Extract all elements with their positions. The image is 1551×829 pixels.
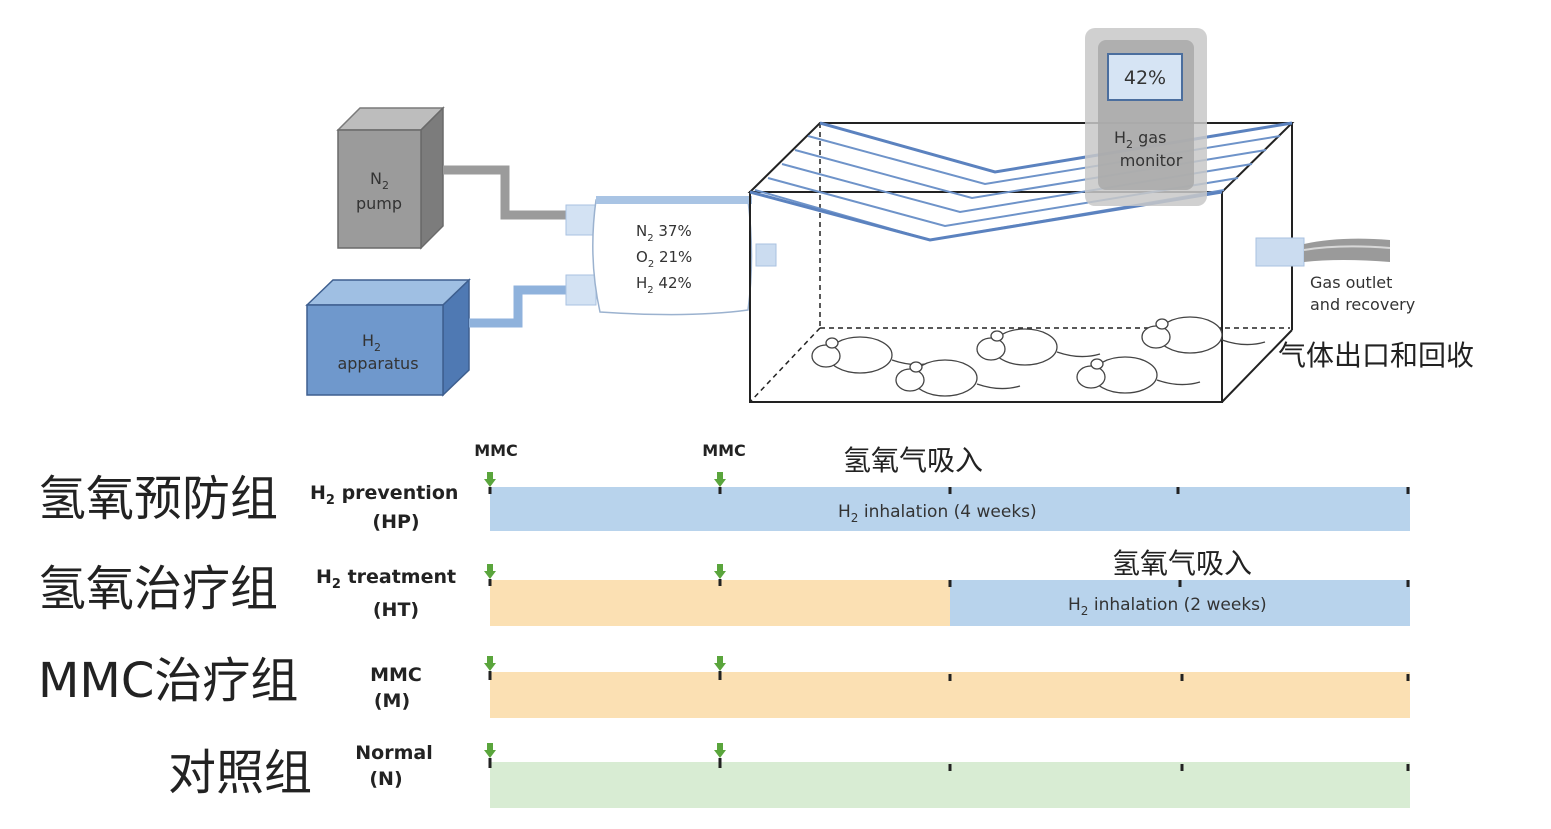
mouse-1 — [811, 336, 936, 374]
row-hp: 氢氧预防组 H2 prevention (HP) H2 inhalation (… — [38, 444, 1410, 533]
group-abbr-mmc: (M) — [374, 690, 410, 712]
group-cn-hp: 氢氧预防组 — [38, 471, 278, 527]
mmc-arrow-icon — [484, 743, 496, 768]
ticks-mmc — [948, 674, 1410, 681]
ticks-ht — [948, 580, 1410, 587]
group-en-hp-sub: 2 — [326, 493, 335, 508]
mmc-arrow-icon — [484, 656, 496, 680]
n2-pipe — [443, 165, 570, 220]
gas-outlet: Gas outlet and recovery 气体出口和回收 — [1255, 237, 1474, 372]
outlet-label-line2: and recovery — [1310, 295, 1415, 314]
mixer-h2-sub: 2 — [647, 285, 653, 296]
monitor-label-el: H — [1114, 128, 1126, 147]
row-ht: 氢氧治疗组 H2 treatment (HT) H2 inhalation (2… — [38, 547, 1410, 626]
row-normal: 对照组 Normal (N) — [168, 742, 1410, 808]
bar-ht-text-el: H — [1068, 595, 1081, 615]
svg-text:H2 inhalation (2 weeks): H2 inhalation (2 weeks) — [1068, 595, 1267, 618]
mixer-o2-el: O — [636, 248, 648, 266]
h2-gas-monitor: 42% H2 gas monitor — [1085, 28, 1207, 206]
annotation-hp-cn: 氢氧气吸入 — [843, 444, 983, 477]
mmc-arrows — [484, 472, 726, 768]
mmc-marker-label-1: MMC — [474, 441, 518, 460]
monitor-label-rest: gas — [1133, 128, 1166, 147]
mixer-n2-sub: 2 — [647, 233, 653, 244]
annotation-ht-cn: 氢氧气吸入 — [1112, 547, 1252, 580]
group-abbr-ht: (HT) — [373, 599, 419, 621]
bar-ht-text-sub: 2 — [1081, 604, 1089, 618]
mmc-arrow-icon — [714, 656, 726, 680]
h2-apparatus-label-sub: 2 — [374, 341, 381, 354]
mixer-h2-pct: 42% — [654, 274, 692, 292]
bar-hp-h2 — [490, 487, 1410, 531]
group-en-ht-sub: 2 — [332, 577, 341, 592]
group-en-mmc: MMC — [370, 664, 422, 686]
svg-text:H2 inhalation (4 weeks): H2 inhalation (4 weeks) — [838, 502, 1037, 525]
row-mmc: MMC治疗组 MMC (M) — [38, 653, 1410, 718]
mouse-2 — [895, 359, 1021, 397]
bar-ht-mmc — [490, 580, 950, 626]
group-abbr-normal: (N) — [369, 768, 402, 790]
outlet-label-cn: 气体出口和回收 — [1278, 339, 1474, 372]
connector-n2 — [565, 204, 597, 236]
group-cn-normal: 对照组 — [168, 745, 312, 801]
bar-hp-text-sub: 2 — [851, 511, 859, 525]
svg-text:H2 gas: H2 gas — [1114, 128, 1166, 151]
n2-pump: N2 pump — [336, 106, 445, 250]
cage-inlet — [755, 243, 777, 267]
group-en-ht-el: H — [316, 566, 332, 588]
connector-h2 — [565, 274, 597, 306]
monitor-reading: 42% — [1124, 67, 1166, 89]
svg-text:H2 42%: H2 42% — [636, 274, 692, 296]
n2-pump-label: pump — [356, 194, 402, 213]
monitor-label-sub: 2 — [1126, 138, 1133, 151]
bar-hp-text-rest: inhalation (4 weeks) — [858, 502, 1036, 522]
n2-pump-label-sub: 2 — [382, 179, 389, 192]
mouse-5 — [1141, 316, 1266, 354]
mmc-arrow-icon — [714, 472, 726, 494]
svg-text:H2 treatment: H2 treatment — [316, 566, 456, 592]
svg-text:N2 37%: N2 37% — [636, 222, 692, 244]
h2-pipe — [469, 285, 570, 328]
bar-hp-text-el: H — [838, 502, 851, 522]
group-cn-ht: 氢氧治疗组 — [38, 561, 278, 617]
mixer-h2-el: H — [636, 274, 647, 292]
group-en-hp-el: H — [310, 482, 326, 504]
group-en-ht-rest: treatment — [341, 566, 456, 588]
svg-text:O2 21%: O2 21% — [636, 248, 692, 270]
group-cn-mmc: MMC治疗组 — [38, 653, 298, 709]
gas-mixer — [592, 199, 753, 316]
group-en-hp-rest: prevention — [335, 482, 458, 504]
mixer-n2-el: N — [636, 222, 647, 240]
group-abbr-hp: (HP) — [372, 511, 419, 533]
h2-apparatus-label-el: H — [362, 331, 374, 350]
group-en-normal: Normal — [355, 742, 432, 764]
mmc-arrow-icon — [714, 564, 726, 586]
svg-text:N2: N2 — [370, 169, 389, 192]
bar-ht-text-rest: inhalation (2 weeks) — [1088, 595, 1266, 615]
ticks-hp — [948, 487, 1410, 494]
mice — [811, 316, 1266, 397]
n2-pump-label-el: N — [370, 169, 382, 188]
outlet-label-line1: Gas outlet — [1310, 273, 1392, 292]
h2-apparatus-label: apparatus — [337, 354, 418, 373]
mmc-arrow-icon — [484, 472, 496, 494]
mouse-3 — [976, 328, 1101, 366]
mmc-arrow-icon — [714, 743, 726, 768]
ticks-normal — [948, 764, 1410, 771]
mixer-o2-pct: 21% — [654, 248, 692, 266]
mixer-n2-pct: 37% — [654, 222, 692, 240]
mmc-marker-label-2: MMC — [702, 441, 746, 460]
mmc-arrow-icon — [484, 564, 496, 586]
svg-text:H2 prevention: H2 prevention — [310, 482, 458, 508]
mouse-4 — [1076, 356, 1201, 394]
mixer-o2-sub: 2 — [648, 259, 654, 270]
h2-apparatus: H2 apparatus — [305, 278, 471, 397]
monitor-label: monitor — [1120, 151, 1183, 170]
bar-ht-h2 — [950, 580, 1410, 626]
svg-text:H2: H2 — [362, 331, 381, 354]
